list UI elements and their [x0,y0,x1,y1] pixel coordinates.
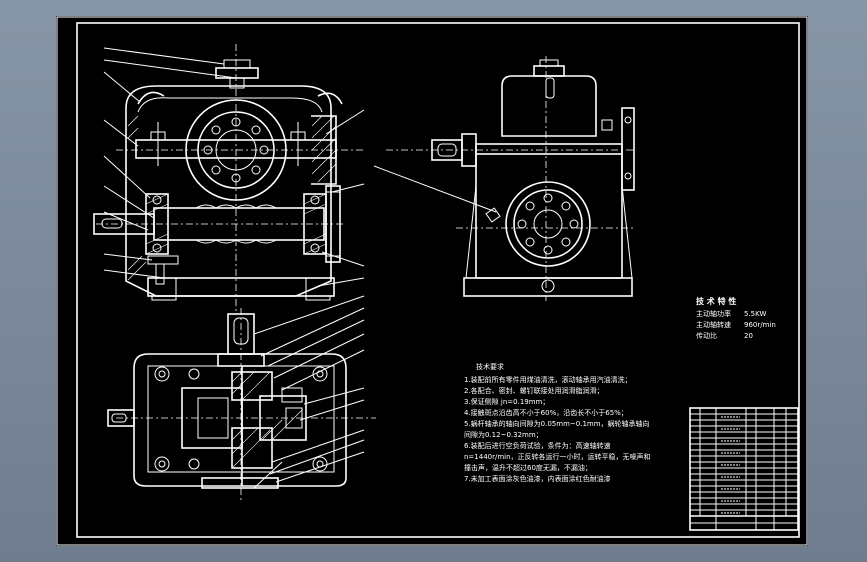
note-line: 6.装配后进行空负荷试验，条件为：高速轴转速 [464,441,611,450]
drawing-frame [76,22,800,538]
note-line: 4.接触斑点沿齿高不小于60%，沿齿长不小于65%； [464,408,628,417]
part-leaders-front [103,47,365,287]
note-line: 3.保证侧隙 jn=0.19mm； [464,397,549,406]
specs-title: 技 术 特 性 [696,296,736,306]
drawing-sheet: 技 术 特 性 主动轴功率 5.5KW 主动轴转速 960r/min 传动比 2… [56,16,808,546]
top-view [107,308,376,501]
spec-label: 主动轴转速 [696,320,731,329]
note-line: n=1440r/min，正反转各运行一小时，运转平稳，无噪声和 [464,452,651,461]
cad-drawing: 技 术 特 性 主动轴功率 5.5KW 主动轴转速 960r/min 传动比 2… [56,16,808,546]
spec-value: 5.5KW [744,310,766,318]
technical-specs: 技 术 特 性 主动轴功率 5.5KW 主动轴转速 960r/min 传动比 2… [696,296,776,340]
note-line: 7.未加工表面涂灰色油漆，内表面涂红色耐油漆 [464,474,611,483]
spec-label: 主动轴功率 [696,309,731,318]
note-line: 2.各配合、密封、螺钉联接处用润滑脂润滑； [464,386,604,395]
spec-label: 传动比 [696,331,717,340]
technical-requirements: 技术要求 1.装配前所有零件用煤油清洗，滚动轴承用汽油清洗； 2.各配合、密封、… [464,362,651,483]
note-line: 1.装配前所有零件用煤油清洗，滚动轴承用汽油清洗； [464,375,632,384]
notes-title: 技术要求 [476,362,504,371]
spec-value: 20 [744,332,753,340]
side-view [373,56,636,301]
note-line: 5.蜗杆轴承的轴向间隙为0.05mm~0.1mm，蜗轮轴承轴向 [464,419,650,428]
part-leaders-top [253,295,365,483]
note-line: 撞击声，温升不超过60度无漏，不漏油； [464,463,592,472]
sheet-border [56,16,808,546]
note-line: 间隙为0.12~0.32mm； [464,430,543,439]
parts-list-table [689,407,799,531]
spec-value: 960r/min [744,321,776,329]
front-section-view [93,44,366,311]
